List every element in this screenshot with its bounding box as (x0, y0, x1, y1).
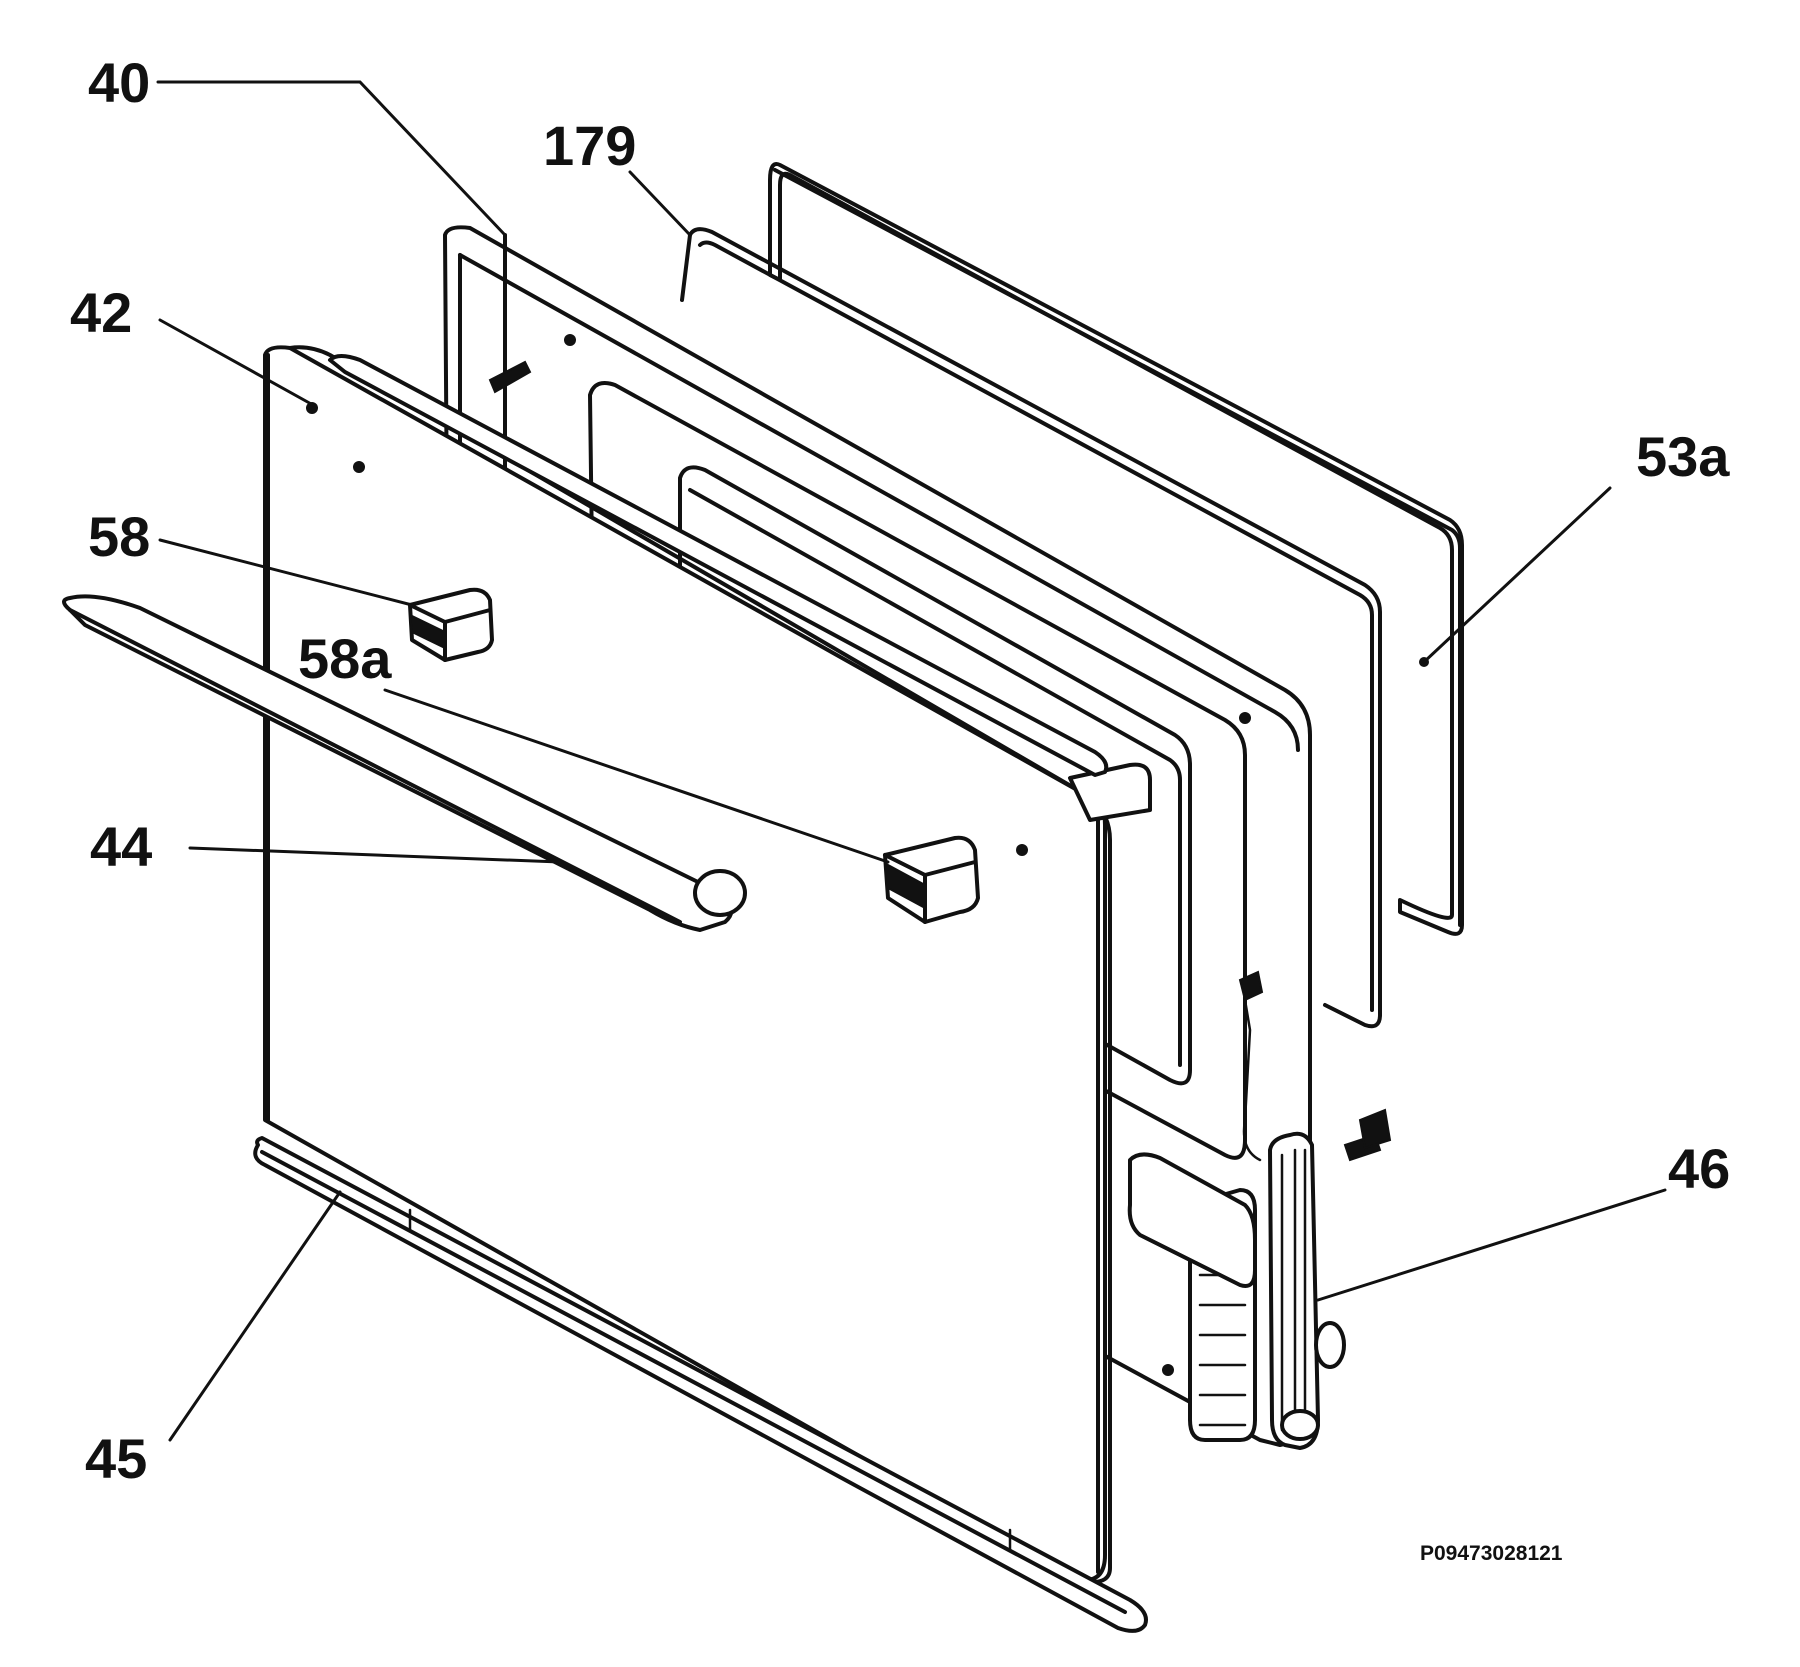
callout-40: 40 (88, 51, 150, 114)
callout-42: 42 (70, 281, 132, 344)
leader-179 (628, 170, 692, 237)
leader-45 (168, 1190, 342, 1442)
leader-58 (158, 538, 414, 607)
bottom-trim-strip-45 (253, 1136, 1148, 1633)
hinge-block-58a (883, 835, 980, 924)
leader-40 (156, 80, 507, 237)
callout-53a: 53a (1636, 425, 1730, 488)
drawing-code: P09473028121 (1420, 1542, 1563, 1565)
leader-58a (383, 688, 890, 864)
hinge-block-58 (408, 587, 494, 662)
callout-45: 45 (85, 1427, 147, 1490)
leader-53a (1422, 486, 1612, 664)
leader-lines (156, 80, 1667, 1442)
leader-42 (158, 318, 315, 407)
door-handle-44 (62, 354, 1109, 932)
callout-labels: 40 179 42 53a 58 58a 44 46 45 (70, 51, 1730, 1490)
callout-46: 46 (1668, 1137, 1730, 1200)
callout-58: 58 (88, 505, 150, 568)
leader-44 (188, 846, 562, 864)
outer-door-panel-42 (263, 345, 1152, 1585)
side-hinge-46 (1268, 1131, 1346, 1450)
callout-44: 44 (90, 815, 152, 878)
callout-58a: 58a (298, 627, 392, 690)
callout-179: 179 (543, 114, 636, 177)
leader-46 (1316, 1188, 1667, 1302)
inner-glass-gasket-179 (680, 227, 1382, 1029)
